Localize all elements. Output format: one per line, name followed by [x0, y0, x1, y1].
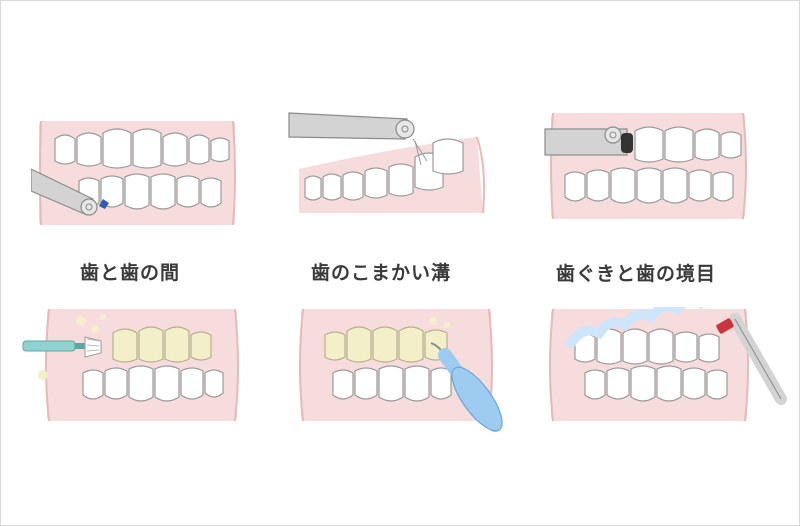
teeth-mirror-illustration — [299, 308, 503, 432]
interdental-brush-icon — [22, 336, 102, 358]
caption-interdental: 歯と歯の間 — [80, 262, 181, 284]
teeth-grooves-illustration — [288, 112, 486, 214]
caption-grooves: 歯のこまかい溝 — [311, 262, 452, 284]
teeth-probe-illustration — [549, 307, 787, 422]
caption-gumline: 歯ぐきと歯の境目 — [556, 263, 717, 285]
teeth-brush-illustration — [22, 308, 239, 422]
mirror-probe-icon — [430, 342, 503, 432]
polishing-tool-icon — [31, 168, 109, 216]
teeth-interdental-illustration — [31, 120, 236, 226]
polishing-tool-icon — [288, 112, 428, 166]
polishing-tool-icon — [544, 126, 633, 156]
periodontal-probe-icon — [716, 313, 787, 405]
teeth-gumline-illustration — [544, 112, 747, 220]
